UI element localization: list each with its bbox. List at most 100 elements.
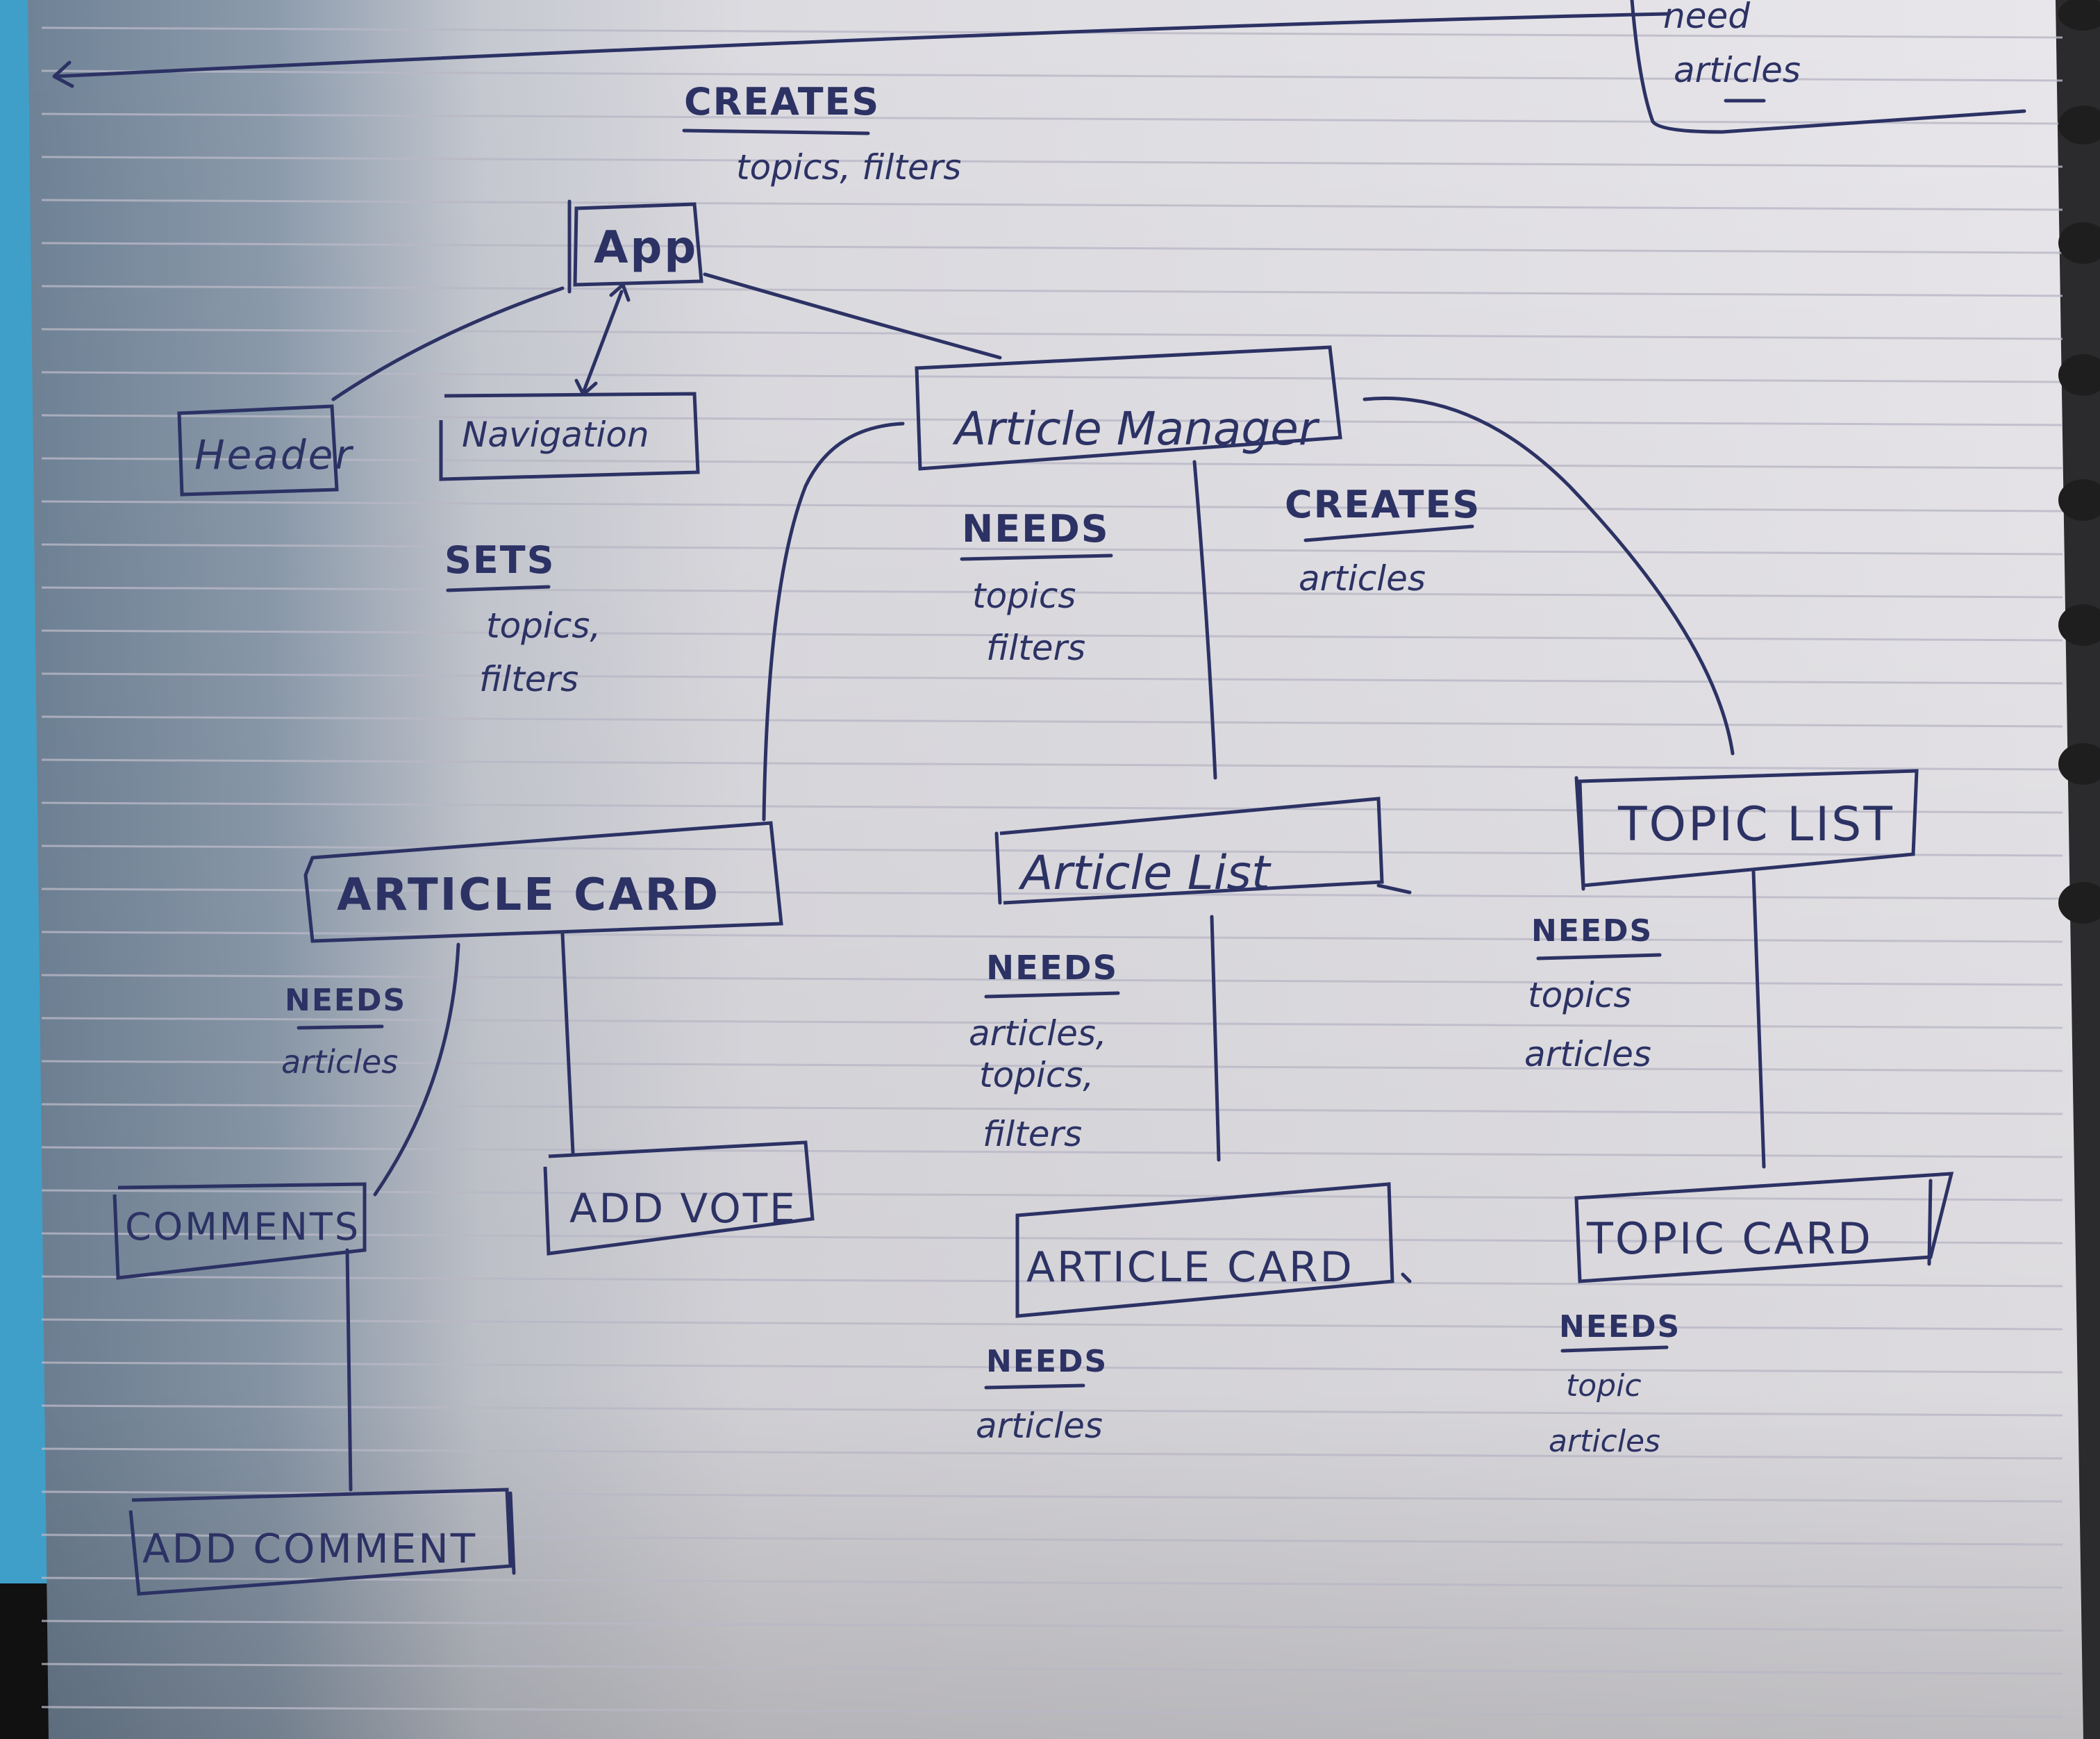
- notebook-rule-line: [41, 285, 2063, 297]
- edge-articlecard-addvote: [560, 932, 575, 1155]
- notebook-rule-line: [41, 1706, 2063, 1718]
- article-list-needs-heading: NEEDS: [986, 949, 1118, 988]
- edge-app-navigation: [574, 283, 631, 397]
- topic-list-node: TOPIC LIST: [1574, 769, 1919, 891]
- notebook-rule-line: [41, 1232, 2063, 1245]
- notebook-rule-line: [41, 500, 2063, 513]
- navigation-node: Navigation: [439, 392, 700, 481]
- add-vote-label: ADD VOTE: [569, 1185, 797, 1232]
- article-list-node: Article List: [994, 797, 1412, 905]
- edge-manager-topiclist: [1362, 397, 1735, 756]
- notebook-rule-line: [41, 328, 2063, 340]
- notebook-rule-line: [41, 1576, 2063, 1589]
- notebook-rule-line: [41, 1017, 2063, 1029]
- topic-list-needs-underline: [1536, 953, 1662, 960]
- notebook-rule-line: [41, 69, 2063, 82]
- article-manager-label: Article Manager: [952, 402, 1320, 456]
- topic-card-needs-line1: topic: [1566, 1368, 1642, 1404]
- topic-card-needs-underline: [1560, 1345, 1669, 1353]
- notebook-rule-line: [41, 1447, 2063, 1460]
- article-card-mid-label: ARTICLE CARD: [1026, 1243, 1354, 1292]
- article-card-left-node: ARTICLE CARD: [303, 821, 783, 943]
- notebook-rule-line: [41, 844, 2063, 857]
- notebook-rule-line: [41, 1275, 2063, 1288]
- notebook-rule-line: [41, 888, 2063, 900]
- article-card-left-needs-text: articles: [281, 1043, 398, 1081]
- notebook-rule-line: [41, 629, 2063, 642]
- top-arrow-line: [52, 12, 1669, 88]
- top-right-need-text: need: [1663, 0, 1750, 36]
- app-creates-heading: CREATES: [684, 80, 880, 124]
- topic-card-node: TOPIC CARD: [1574, 1172, 1954, 1283]
- topic-list-needs-line2: articles: [1524, 1034, 1651, 1074]
- manager-needs-line2: filters: [986, 628, 1085, 668]
- comments-node: COMMENTS: [112, 1182, 367, 1280]
- manager-needs-heading: NEEDS: [962, 507, 1110, 551]
- article-list-needs-underline: [984, 991, 1120, 999]
- notebook-rule-line: [41, 543, 2063, 556]
- notebook-rule-line: [41, 974, 2063, 986]
- add-comment-node: ADD COMMENT: [128, 1488, 516, 1596]
- topic-list-needs-heading: NEEDS: [1531, 913, 1653, 949]
- article-card-mid-node: ARTICLE CARD: [1015, 1182, 1412, 1318]
- article-card-mid-needs-heading: NEEDS: [986, 1344, 1108, 1379]
- notebook-rule-line: [41, 1663, 2063, 1675]
- manager-creates-heading: CREATES: [1285, 483, 1481, 526]
- header-label: Header: [194, 431, 353, 479]
- notebook-rule-line: [41, 672, 2063, 685]
- topic-list-needs-line1: topics: [1528, 975, 1631, 1015]
- notebook-rule-line: [41, 457, 2063, 469]
- topic-list-label: TOPIC LIST: [1617, 797, 1894, 852]
- notebook-rule-line: [41, 931, 2063, 943]
- notebook-rule-line: [41, 156, 2063, 168]
- notebook-rule-line: [41, 371, 2063, 383]
- notebook-rule-line: [41, 801, 2063, 814]
- notebook-rule-line: [41, 1318, 2063, 1331]
- top-right-bracket: [1630, 0, 2026, 134]
- manager-creates-text: articles: [1299, 558, 1426, 599]
- navigation-sets-line1: topics,: [486, 606, 601, 646]
- notebook-rule-line: [41, 1060, 2063, 1072]
- notebook-rule-line: [41, 1103, 2063, 1115]
- notebook-rule-line: [41, 1404, 2063, 1417]
- article-manager-node: Article Manager: [915, 345, 1342, 471]
- navigation-sets-line2: filters: [479, 659, 578, 699]
- topic-card-needs-heading: NEEDS: [1559, 1309, 1681, 1345]
- app-label: App: [594, 222, 698, 274]
- notebook-rule-line: [41, 586, 2063, 599]
- manager-needs-line1: topics: [972, 576, 1076, 616]
- edge-articlelist-articlecard: [1210, 915, 1221, 1162]
- notebook-rule-line: [41, 113, 2063, 125]
- edge-manager-articlecard: [762, 422, 905, 822]
- navigation-sets-heading: SETS: [444, 538, 556, 582]
- article-card-left-label: ARTICLE CARD: [337, 870, 720, 921]
- comments-label: COMMENTS: [125, 1205, 360, 1249]
- notebook-rule-line: [41, 414, 2063, 426]
- manager-needs-underline: [960, 554, 1113, 561]
- edge-app-header: [331, 286, 565, 401]
- notebook-rule-line: [41, 1361, 2063, 1374]
- article-card-left-needs-heading: NEEDS: [285, 983, 406, 1018]
- article-card-mid-needs-text: articles: [976, 1406, 1103, 1446]
- navigation-label: Navigation: [462, 415, 649, 455]
- article-card-left-needs-underline: [297, 1024, 384, 1030]
- navigation-sets-underline: [446, 585, 551, 592]
- edge-manager-articlelist: [1192, 460, 1217, 780]
- app-creates-underline: [682, 128, 870, 135]
- edge-topiclist-topiccard: [1751, 870, 1766, 1169]
- article-list-needs-line1: articles,: [969, 1013, 1107, 1054]
- topic-card-needs-line2: articles: [1549, 1424, 1660, 1459]
- app-node: App: [567, 199, 703, 294]
- article-list-needs-line3: filters: [983, 1114, 1082, 1154]
- edge-app-manager: [703, 272, 1002, 360]
- edge-comments-addcomment: [345, 1248, 353, 1492]
- edge-articlecard-comments: [373, 942, 460, 1197]
- article-list-label: Article List: [1018, 846, 1272, 901]
- add-vote-node: ADD VOTE: [543, 1140, 815, 1256]
- notebook-rule-line: [41, 242, 2063, 254]
- topic-card-label: TOPIC CARD: [1586, 1213, 1873, 1264]
- add-comment-label: ADD COMMENT: [142, 1525, 477, 1572]
- notebook-rule-line: [41, 1533, 2063, 1546]
